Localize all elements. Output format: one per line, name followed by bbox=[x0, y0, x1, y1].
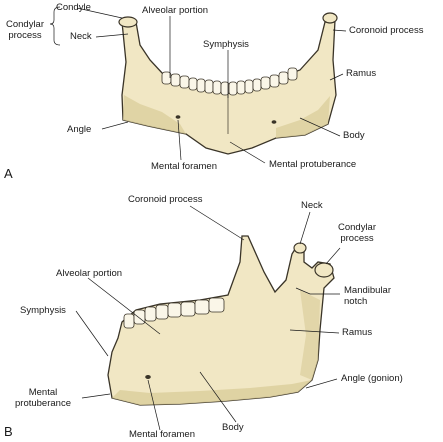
leader-mental-foramen-a bbox=[177, 119, 182, 161]
leader-mental-protuberance-a bbox=[229, 141, 266, 164]
label-b-neck: Neck bbox=[301, 200, 323, 211]
label-b-mandibular-notch: Mandibular notch bbox=[344, 285, 391, 307]
label-b-body: Body bbox=[222, 422, 244, 433]
mandible-b-shade-lower bbox=[112, 380, 312, 405]
label-a-neck: Neck bbox=[70, 31, 92, 42]
mandible-anterior-view bbox=[118, 12, 338, 155]
leaders-a bbox=[49, 6, 347, 164]
leader-mandibular-notch-b bbox=[295, 287, 340, 295]
leader-coronoid-a bbox=[332, 29, 347, 32]
label-a-angle: Angle bbox=[67, 124, 92, 135]
label-a-body: Body bbox=[343, 130, 365, 141]
mental-foramen-a-right bbox=[271, 120, 277, 124]
leader-body-b bbox=[199, 371, 237, 423]
leader-condyle-a bbox=[76, 7, 123, 19]
condyle-a-left bbox=[118, 16, 138, 28]
label-b-ramus: Ramus bbox=[342, 327, 373, 338]
label-a-mental-protuberance: Mental protuberance bbox=[269, 159, 357, 170]
label-b-alveolar-portion: Alveolar portion bbox=[56, 268, 123, 279]
label-b-mandibular-notch-line2: notch bbox=[344, 296, 368, 307]
mandible-a-shade-right bbox=[276, 96, 330, 138]
leader-mental-protuberance-b bbox=[81, 393, 111, 399]
mandible-b-shade-ramus bbox=[300, 290, 320, 380]
condyle-b bbox=[314, 262, 334, 278]
label-b-condylar-process-line2: process bbox=[340, 233, 374, 244]
mandible-a-shade-left bbox=[123, 95, 186, 134]
mental-foramen-a-left bbox=[175, 115, 181, 119]
label-b-coronoid-process: Coronoid process bbox=[128, 194, 203, 205]
teeth-a bbox=[161, 67, 298, 96]
leader-neck-a bbox=[95, 33, 129, 38]
label-b-mental-protuberance: Mental protuberance bbox=[8, 387, 78, 409]
leader-mental-foramen-b bbox=[147, 379, 161, 431]
panel-a-letter: A bbox=[4, 166, 13, 181]
label-a-mental-foramen: Mental foramen bbox=[151, 161, 218, 172]
leader-angle-a bbox=[101, 121, 129, 130]
leader-alveolar-b bbox=[87, 277, 161, 335]
label-a-condylar-process-line2: process bbox=[8, 30, 42, 41]
leader-angle-b bbox=[305, 378, 338, 389]
neck-b-knob bbox=[293, 242, 307, 254]
label-b-angle-gonion: Angle (gonion) bbox=[341, 373, 403, 384]
condyle-a-right bbox=[322, 12, 338, 24]
label-a-alveolar-portion: Alveolar portion bbox=[142, 5, 209, 16]
label-b-symphysis: Symphysis bbox=[20, 305, 66, 316]
label-b-condylar-process: Condylar process bbox=[334, 222, 380, 244]
label-a-symphysis: Symphysis bbox=[203, 39, 249, 50]
mandible-lateral-view bbox=[107, 235, 335, 406]
label-a-ramus: Ramus bbox=[346, 68, 377, 79]
leader-ramus-a bbox=[329, 73, 344, 81]
mental-foramen-b bbox=[145, 375, 151, 379]
leaders-b bbox=[75, 205, 341, 431]
panel-b-letter: B bbox=[4, 424, 13, 439]
label-a-coronoid-process: Coronoid process bbox=[349, 25, 424, 36]
label-b-mental-protuberance-line1: Mental bbox=[28, 387, 58, 398]
label-b-condylar-process-line1: Condylar bbox=[337, 222, 377, 233]
leader-body-a bbox=[299, 117, 341, 137]
label-a-condyle: Condyle bbox=[56, 2, 91, 13]
leader-symphysis-b bbox=[75, 310, 109, 357]
teeth-b bbox=[123, 297, 225, 329]
leader-coronoid-b bbox=[189, 205, 245, 241]
leader-ramus-b bbox=[289, 329, 340, 334]
label-a-condylar-process-line1: Condylar bbox=[5, 19, 45, 30]
condylar-process-brace-a bbox=[49, 6, 61, 46]
leader-neck-b bbox=[299, 211, 311, 245]
leader-condylar-b bbox=[325, 247, 341, 265]
label-b-mental-protuberance-line2: protuberance bbox=[15, 398, 71, 409]
label-a-condylar-process: Condylar process bbox=[2, 19, 48, 41]
label-b-mental-foramen: Mental foramen bbox=[129, 429, 196, 440]
label-b-mandibular-notch-line1: Mandibular bbox=[344, 285, 391, 296]
